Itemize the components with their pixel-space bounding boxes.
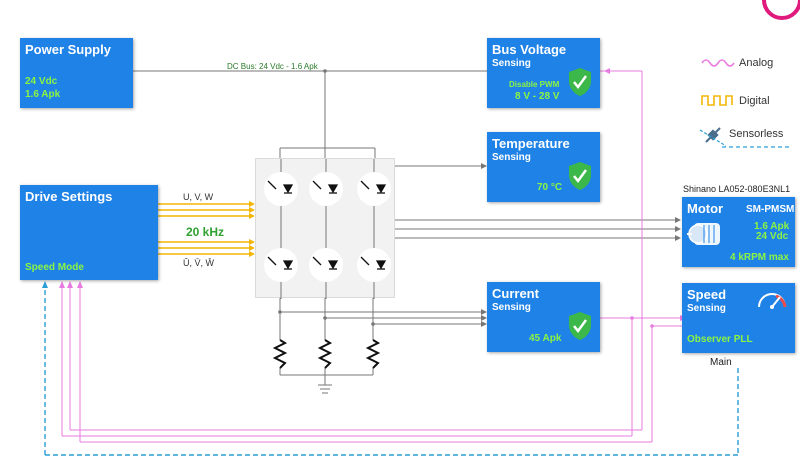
temperature-subtitle: Sensing — [492, 152, 531, 163]
junction — [278, 310, 282, 314]
motor-icon — [687, 223, 720, 245]
current-value: 45 Apk — [529, 333, 562, 344]
legend-analog: Analog — [739, 57, 774, 69]
dc-bus-label: DC Bus: 24 Vdc - 1.6 Apk — [227, 62, 318, 71]
speed-title: Speed — [687, 287, 727, 302]
dc-bus-wire — [132, 70, 487, 165]
switch-symbols — [267, 180, 387, 270]
power-supply-title: Power Supply — [25, 42, 111, 57]
power-supply-block[interactable]: Power Supply 24 Vdc 1.6 Apk — [20, 38, 133, 108]
bus-voltage-range: 8 V - 28 V — [515, 91, 560, 102]
sensorless-arrowhead — [42, 281, 48, 288]
junction — [323, 316, 327, 320]
shield-check-icon — [569, 312, 591, 340]
current-sensing-block[interactable]: Current Sensing 45 Apk — [487, 282, 600, 352]
sensorless-legend-icon — [699, 127, 792, 148]
speedometer-icon — [758, 293, 787, 309]
arrowhead — [675, 217, 681, 223]
drive-settings-block[interactable]: Drive Settings Speed Mode — [20, 185, 158, 280]
motor-part-number: Shinano LA052-080E3NL1 — [683, 184, 791, 194]
speed-method: Observer PLL — [687, 334, 753, 345]
drive-mode: Speed Mode — [25, 262, 84, 273]
switch-cells — [264, 172, 391, 282]
sensorless-line — [44, 286, 739, 456]
upper-phase-label: U, V, W — [183, 192, 214, 202]
arrowhead — [675, 226, 681, 232]
arrowhead — [481, 309, 487, 315]
temperature-block[interactable]: Temperature Sensing 70 °C — [487, 132, 600, 202]
junction — [371, 322, 375, 326]
pwm-frequency: 20 kHz — [186, 225, 225, 239]
inverter-bridge[interactable] — [255, 158, 395, 299]
motor-block[interactable]: Motor SM-PMSM 1.6 Apk 24 Vdc 4 kRPM max — [682, 197, 795, 267]
motor-type: SM-PMSM — [746, 204, 795, 215]
bus-voltage-subtitle: Sensing — [492, 58, 531, 69]
arrowhead — [481, 163, 487, 169]
corner-badge — [762, 0, 800, 20]
arrowhead — [481, 321, 487, 327]
legend-sensorless: Sensorless — [729, 128, 784, 140]
bus-voltage-block[interactable]: Bus Voltage Sensing Disable PWM 8 V - 28… — [487, 38, 600, 108]
arrowhead — [481, 315, 487, 321]
power-supply-current: 1.6 Apk — [25, 89, 61, 100]
power-supply-voltage: 24 Vdc — [25, 76, 58, 87]
motor-title: Motor — [687, 201, 724, 216]
digital-legend-icon — [701, 95, 733, 106]
speed-sensing-block[interactable]: Speed Sensing Observer PLL — [682, 283, 795, 353]
shunt-resistors — [272, 339, 381, 369]
bus-voltage-status: Disable PWM — [509, 80, 560, 89]
drive-settings-title: Drive Settings — [25, 189, 113, 204]
current-subtitle: Sensing — [492, 302, 531, 313]
analog-feedback-lines — [61, 70, 682, 443]
dc-bus-junction — [323, 69, 327, 73]
temperature-title: Temperature — [492, 136, 570, 151]
current-title: Current — [492, 286, 539, 301]
temperature-value: 70 °C — [537, 182, 563, 193]
motor-speed: 4 kRPM max — [730, 252, 789, 263]
analog-legend-icon — [701, 59, 735, 67]
bus-voltage-title: Bus Voltage — [492, 42, 567, 57]
pwm-signals — [158, 203, 250, 255]
shield-check-icon — [569, 162, 591, 190]
shunt-wires — [279, 298, 483, 394]
motor-voltage: 24 Vdc — [756, 231, 789, 242]
analog-arrowheads — [59, 68, 686, 328]
pwm-arrowheads — [249, 201, 255, 257]
speed-main-label: Main — [710, 357, 732, 368]
lower-phase-label: Ū, V̄, W̄ — [183, 258, 214, 268]
bridge-switches — [264, 159, 391, 299]
motor-current: 1.6 Apk — [754, 221, 790, 232]
arrowhead — [675, 235, 681, 241]
shield-check-icon — [569, 68, 591, 96]
speed-subtitle: Sensing — [687, 303, 726, 314]
legend-digital: Digital — [739, 95, 770, 107]
